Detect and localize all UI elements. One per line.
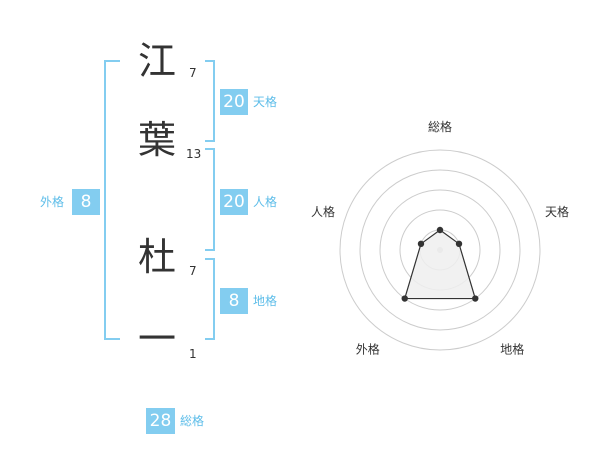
- stroke-count-1: 7: [189, 66, 197, 80]
- soukaku-label: 総格: [180, 414, 205, 428]
- gaikaku-value: 8: [72, 189, 100, 215]
- jinkaku-value: 20: [220, 189, 248, 215]
- jinkaku-bracket: [205, 148, 215, 251]
- radar-axis-label: 外格: [356, 342, 380, 357]
- stroke-count-4: 1: [189, 347, 197, 361]
- tenkaku-label: 天格: [253, 95, 278, 109]
- radar-point: [436, 226, 444, 234]
- radar-ring: [379, 189, 501, 311]
- radar-point: [417, 240, 425, 248]
- soukaku-value: 28: [146, 408, 175, 434]
- tenkaku-bracket: [205, 60, 215, 142]
- name-char-4: 一: [137, 317, 176, 361]
- tenkaku-value: 20: [220, 89, 248, 115]
- radar-axis-label: 地格: [500, 342, 524, 357]
- radar-axis-label: 天格: [545, 204, 569, 219]
- name-char-1: 江: [137, 39, 176, 83]
- radar-ring: [359, 169, 521, 331]
- jinkaku-label: 人格: [253, 195, 278, 209]
- radar-point: [455, 240, 463, 248]
- name-char-2: 葉: [137, 118, 176, 162]
- chikaku-value: 8: [220, 288, 248, 314]
- stroke-count-3: 7: [189, 264, 197, 278]
- stroke-count-2: 13: [186, 147, 202, 161]
- name-char-3: 杜: [137, 235, 176, 279]
- chikaku-bracket: [205, 258, 215, 340]
- radar-point: [472, 295, 479, 302]
- radar-axis-label: 人格: [311, 204, 335, 219]
- chikaku-label: 地格: [253, 294, 278, 308]
- gaikaku-bracket: [104, 60, 120, 340]
- radar-point: [401, 295, 408, 302]
- radar-axis-label: 総格: [428, 119, 452, 134]
- radar-area: [403, 229, 477, 300]
- radar-ring: [339, 149, 541, 351]
- gaikaku-label: 外格: [40, 195, 65, 209]
